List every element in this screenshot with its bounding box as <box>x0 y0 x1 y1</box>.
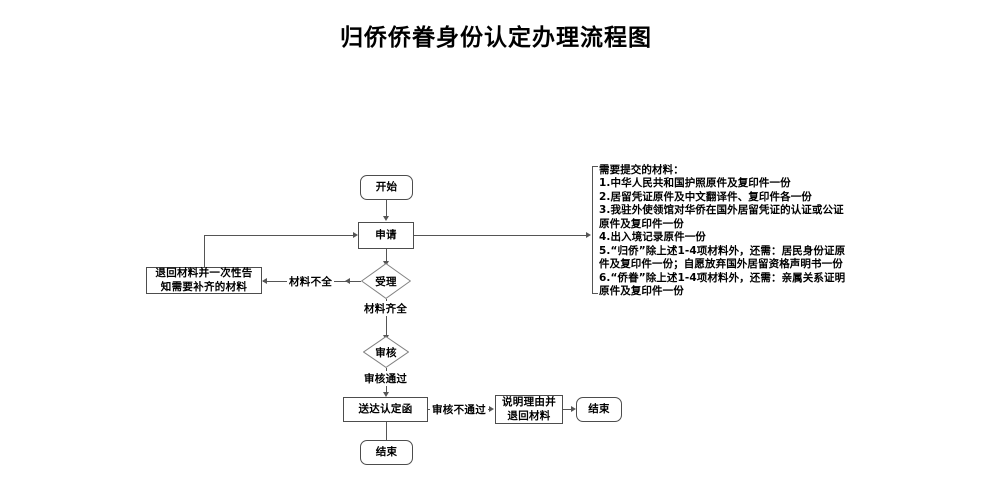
node-review[interactable]: 审核 <box>363 336 409 368</box>
materials-note-text: 需要提交的材料： 1.中华人民共和国护照原件及复印件一份 2.居留凭证原件及中文… <box>599 164 988 299</box>
diamond-shape-accept <box>361 263 411 299</box>
page-title: 归侨侨眷身份认定办理流程图 <box>340 24 652 51</box>
edge-start-to-apply <box>386 200 387 217</box>
materials-note-line: 3.我驻外使领馆对华侨在国外居留凭证的认证或公证 <box>599 204 844 217</box>
edge-explain-to-end-right <box>563 409 573 410</box>
materials-note-line: 2.居留凭证原件及中文翻译件、复印件各一份 <box>599 190 812 203</box>
node-explain-return-line2: 退回材料 <box>507 409 551 422</box>
edge-deliver-to-end-bottom <box>386 422 387 444</box>
edge-label-review-failed: 审核不通过 <box>430 402 488 417</box>
node-accept-label: 受理 <box>375 275 397 288</box>
arrowhead-materials-incomplete <box>345 278 350 284</box>
arrowhead-explain-to-end-right <box>571 406 576 412</box>
arrowhead-review-to-deliver <box>383 392 389 397</box>
materials-note-line: 5.“归侨”除上述1-4项材料外，还需：居民身份证原 <box>599 244 846 257</box>
arrowhead-deliver-to-explain <box>489 406 494 412</box>
edge-apply-to-accept <box>386 249 387 262</box>
materials-note-line: 6.“侨眷”除上述1-4项材料外，还需：亲属关系证明 <box>599 271 846 284</box>
materials-note-line: 1.中华人民共和国护照原件及复印件一份 <box>599 177 791 190</box>
materials-note-line: 原件及复印件一份 <box>599 217 684 230</box>
node-explain-return[interactable]: 说明理由并 退回材料 <box>495 395 563 424</box>
node-end-right[interactable]: 结束 <box>576 397 622 422</box>
arrowhead-return-to-apply <box>353 232 358 238</box>
node-review-label: 审核 <box>375 346 397 359</box>
edge-apply-to-materials-note <box>414 235 586 236</box>
diamond-shape-review <box>363 336 409 368</box>
arrowhead-accept-to-return <box>262 278 267 284</box>
node-end-bottom[interactable]: 结束 <box>360 440 413 465</box>
node-start[interactable]: 开始 <box>360 175 413 200</box>
arrowhead-start-to-apply <box>383 216 389 221</box>
node-return-materials-line2: 知需要补齐的材料 <box>160 280 248 293</box>
materials-note-line: 原件及复印件一份 <box>599 285 684 298</box>
materials-note-line: 需要提交的材料： <box>599 164 684 176</box>
materials-note-bracket <box>592 166 598 294</box>
edge-label-materials-complete: 材料齐全 <box>362 301 410 316</box>
materials-note-line: 4.出入境记录原件一份 <box>599 231 706 244</box>
edge-accept-to-review <box>386 299 387 336</box>
node-deliver-letter[interactable]: 送达认定函 <box>343 397 428 422</box>
node-explain-return-line1: 说明理由并 <box>502 395 556 408</box>
node-apply[interactable]: 申请 <box>358 222 414 249</box>
materials-note-line: 件及复印件一份；自愿放弃国外居留资格声明书一份 <box>599 258 843 271</box>
node-return-materials-line1: 退回材料并一次性告 <box>155 266 253 279</box>
edge-label-materials-incomplete: 材料不全 <box>287 274 335 289</box>
edge-return-to-apply-horizontal <box>204 235 354 236</box>
edge-label-review-passed: 审核通过 <box>362 371 410 386</box>
edge-return-to-apply-vertical <box>204 235 205 268</box>
arrowhead-apply-to-materials-note <box>586 232 591 238</box>
node-accept[interactable]: 受理 <box>361 263 411 299</box>
node-return-materials[interactable]: 退回材料并一次性告 知需要补齐的材料 <box>146 267 262 294</box>
